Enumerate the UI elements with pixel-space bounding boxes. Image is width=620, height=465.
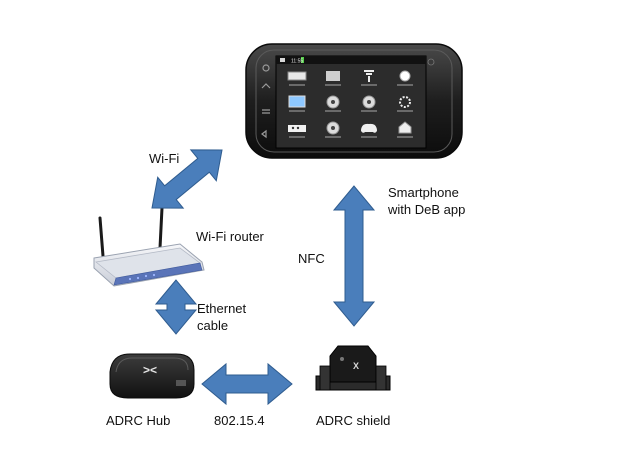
label-ethernet-line1: Ethernet <box>197 301 247 316</box>
adrc-hub: >< <box>109 353 195 399</box>
router-antenna-right <box>158 206 164 250</box>
label-802-15-4-link: 802.15.4 <box>214 413 265 428</box>
gamepad-icon[interactable] <box>361 123 377 138</box>
label-ethernet-cable: Ethernet cable <box>197 300 246 334</box>
vhs-icon[interactable] <box>325 71 341 86</box>
shield-wheel-left <box>319 365 331 391</box>
phone-soft-keys <box>261 64 271 139</box>
hub-body <box>109 353 195 399</box>
wifi-arrow <box>151 149 223 209</box>
app-grid <box>287 70 413 138</box>
menu-key-icon[interactable] <box>262 109 270 114</box>
connection-arrows <box>151 149 376 406</box>
router-front-stripe <box>113 262 203 286</box>
home-key-icon[interactable] <box>261 83 271 89</box>
remote-icon[interactable] <box>397 70 413 86</box>
search-key-icon[interactable] <box>262 64 270 72</box>
notification-icon <box>280 58 285 62</box>
status-bar <box>276 56 426 64</box>
back-key-icon[interactable] <box>261 129 267 139</box>
shield-wheel-right <box>375 365 387 391</box>
label-smartphone-line2: with DeB app <box>388 202 466 217</box>
tv-icon[interactable] <box>287 71 307 86</box>
label-ethernet-line2: cable <box>197 318 229 333</box>
hub-top-edge <box>115 357 189 373</box>
smartphone: 11:55 <box>245 43 463 159</box>
router-antenna-left <box>98 216 105 258</box>
dvd-icon[interactable] <box>288 125 306 138</box>
monitor-icon[interactable] <box>288 95 306 112</box>
ethernet-arrow <box>154 279 198 335</box>
status-time: 11:55 <box>291 59 303 65</box>
gear-icon[interactable] <box>397 96 413 112</box>
projector-icon[interactable] <box>325 121 341 138</box>
zigbee-arrow <box>201 362 293 406</box>
speaker-icon[interactable] <box>361 70 377 86</box>
label-adrc-hub: ADRC Hub <box>106 413 171 428</box>
hub-logo: >< <box>143 363 157 377</box>
disc-icon[interactable] <box>325 95 341 112</box>
battery-icon <box>301 57 304 63</box>
front-camera-icon <box>427 58 435 66</box>
house-icon[interactable] <box>397 121 413 138</box>
label-smartphone: Smartphone with DeB app <box>388 184 465 218</box>
nfc-arrow <box>332 185 376 327</box>
shield-logo: X <box>353 361 359 371</box>
label-smartphone-line1: Smartphone <box>388 185 459 200</box>
hub-port <box>176 380 186 386</box>
wifi-router <box>93 206 205 287</box>
label-nfc-link: NFC <box>298 251 325 266</box>
shield-led <box>340 357 344 361</box>
bluray-icon[interactable] <box>361 95 377 112</box>
phone-bezel <box>255 49 453 153</box>
adrc-shield: X <box>315 345 391 391</box>
label-wifi-router: Wi-Fi router <box>196 229 264 244</box>
router-leds <box>128 273 156 281</box>
label-adrc-shield: ADRC shield <box>316 413 391 428</box>
label-wifi-link: Wi-Fi <box>149 151 180 166</box>
